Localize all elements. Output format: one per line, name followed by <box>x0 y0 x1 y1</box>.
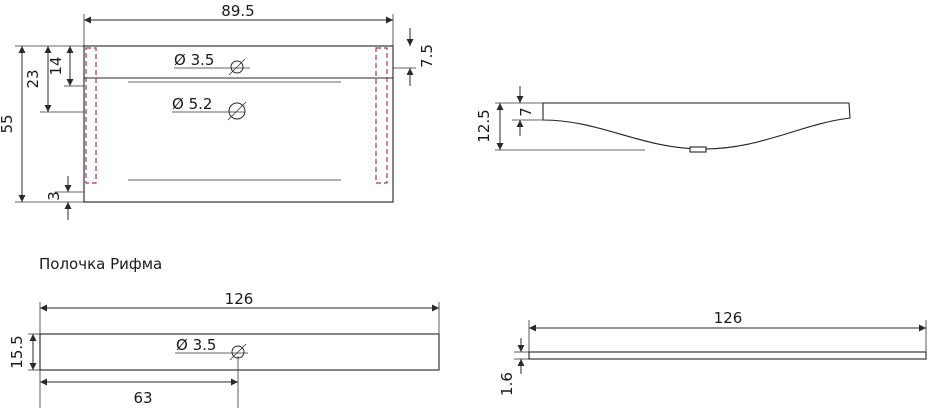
bracket-profile <box>542 102 851 150</box>
top-view: 89.5 55 23 14 3 7.5 Ø 3.5 Ø 5.2 <box>0 2 436 220</box>
shelf-front-view: 126 15.5 63 Ø 3.5 <box>8 290 440 408</box>
dim-7-label: 7 <box>517 107 535 117</box>
hole-cross <box>227 101 247 121</box>
dim-thickness-label: 1.6 <box>498 372 516 396</box>
dim-width-label: 89.5 <box>221 2 254 20</box>
side-view: 12.5 7 <box>475 86 851 153</box>
dim-3-label: 3 <box>45 191 63 201</box>
shelf-hole-icon <box>231 345 245 359</box>
dim-14-label: 14 <box>47 56 65 75</box>
hole-cross <box>228 58 246 76</box>
dim-half-label: 63 <box>133 389 152 407</box>
hole-small-label: Ø 3.5 <box>174 51 214 69</box>
dim-7-5-label: 7.5 <box>418 44 436 68</box>
bracket-plate-outline <box>83 45 394 203</box>
hole-large-label: Ø 5.2 <box>172 95 212 113</box>
hidden-edge-left <box>85 47 97 184</box>
dim-height-label: 55 <box>0 114 16 133</box>
dim-12-5-label: 12.5 <box>475 109 493 142</box>
dim-shelf-height-label: 15.5 <box>8 335 26 368</box>
hole-cross <box>229 343 247 361</box>
hole-small-icon <box>230 60 244 74</box>
dim-shelf-side-length-label: 126 <box>714 309 743 327</box>
dim-23-label: 23 <box>24 69 42 88</box>
shelf-side-view: 126 1.6 <box>498 309 927 396</box>
shelf-thin-outline <box>528 351 927 360</box>
dim-shelf-length-label: 126 <box>225 290 254 308</box>
shelf-outline <box>39 333 440 371</box>
hole-large-icon <box>228 102 246 120</box>
product-title: Полочка Рифма <box>39 255 162 273</box>
hidden-edge-right <box>375 47 388 184</box>
shelf-hole-label: Ø 3.5 <box>176 336 216 354</box>
profile-tab <box>689 146 707 153</box>
